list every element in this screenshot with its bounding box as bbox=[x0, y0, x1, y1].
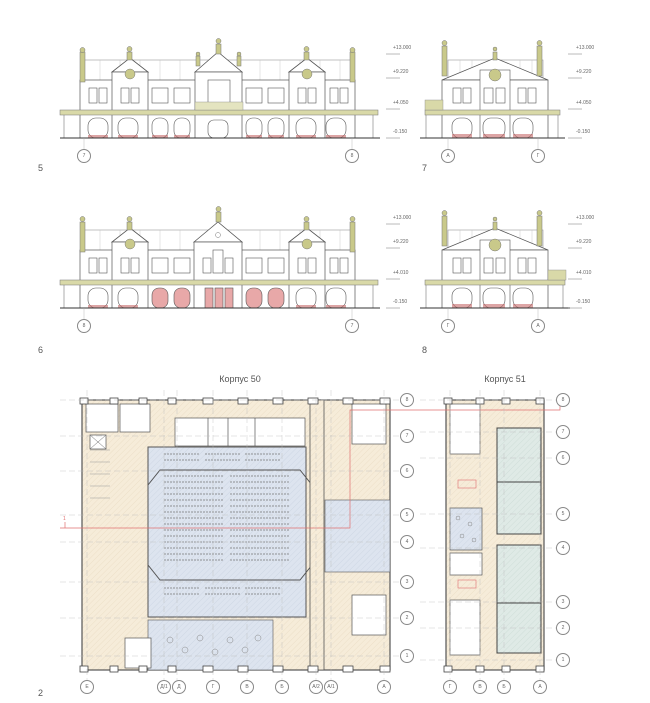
axis-bubble: А bbox=[377, 680, 391, 694]
axis-bubble: Г bbox=[531, 149, 545, 163]
section-marker: 1 bbox=[63, 516, 66, 522]
level-mark: +4.050 bbox=[576, 100, 592, 106]
axis-bubble: 5 bbox=[556, 507, 570, 521]
axis-bubble: Е bbox=[80, 680, 94, 694]
plan-title-building-50: Корпус 50 bbox=[219, 374, 261, 384]
elevation-5: +13.000 +9.220 +4.050 -0.150 7 8 bbox=[59, 30, 420, 180]
axis-bubble: 6 bbox=[556, 451, 570, 465]
axis-bubble: 8 bbox=[345, 149, 359, 163]
level-mark: +9.220 bbox=[393, 69, 409, 75]
level-mark: -0.150 bbox=[393, 299, 408, 305]
axis-bubble: А/2 bbox=[309, 680, 323, 694]
floor-plan-building-50: 8 7 6 5 4 3 2 1 Е Д/1 Д Г В Б А/2 А/1 А … bbox=[60, 390, 420, 700]
axis-bubble: В bbox=[240, 680, 254, 694]
elevation-7-drawing bbox=[420, 40, 582, 150]
axis-bubble: А/1 bbox=[324, 680, 338, 694]
axis-bubble: 8 bbox=[77, 319, 91, 333]
axis-bubble: Б bbox=[497, 680, 511, 694]
elevation-8: +13.000 +9.220 +4.010 -0.150 Г А bbox=[420, 200, 600, 350]
level-mark: +4.010 bbox=[393, 270, 409, 276]
axis-bubble: А bbox=[531, 319, 545, 333]
axis-bubble: Г bbox=[443, 680, 457, 694]
axis-bubble: 7 bbox=[77, 149, 91, 163]
axis-bubble: 5 bbox=[400, 508, 414, 522]
level-mark: -0.150 bbox=[576, 299, 591, 305]
axis-bubble: 2 bbox=[400, 611, 414, 625]
floor-plan-51-drawing bbox=[420, 390, 561, 680]
view-number-7: 7 bbox=[422, 163, 428, 173]
level-mark: +13.000 bbox=[393, 215, 412, 221]
view-number-8: 8 bbox=[422, 345, 428, 355]
level-mark: +9.220 bbox=[576, 239, 592, 245]
view-number-2: 2 bbox=[38, 688, 44, 698]
view-number-6: 6 bbox=[38, 345, 44, 355]
axis-bubble: 4 bbox=[400, 535, 414, 549]
elevation-7: +13.000 +9.220 +4.050 -0.150 А Г bbox=[420, 30, 600, 180]
level-mark: +13.000 bbox=[576, 45, 595, 51]
axis-bubble: Г bbox=[206, 680, 220, 694]
view-number-5: 5 bbox=[38, 163, 44, 173]
elevation-6-drawing bbox=[59, 206, 400, 320]
axis-bubble: 7 bbox=[556, 425, 570, 439]
axis-bubble: 1 bbox=[556, 653, 570, 667]
axis-bubble: Б bbox=[275, 680, 289, 694]
axis-bubble: 3 bbox=[400, 575, 414, 589]
plan-title-building-51: Корпус 51 bbox=[484, 374, 526, 384]
elevation-8-drawing bbox=[420, 210, 582, 320]
level-mark: +4.010 bbox=[576, 270, 592, 276]
level-mark: +9.220 bbox=[393, 239, 409, 245]
axis-bubble: 6 bbox=[400, 464, 414, 478]
axis-bubble: 3 bbox=[556, 595, 570, 609]
floor-plan-50-drawing bbox=[60, 390, 420, 680]
level-mark: +4.050 bbox=[393, 100, 409, 106]
elevation-6: +13.000 +9.220 +4.010 -0.150 8 7 bbox=[59, 200, 420, 350]
axis-bubble: 2 bbox=[556, 621, 570, 635]
axis-bubble: 7 bbox=[400, 429, 414, 443]
axis-bubble: В bbox=[473, 680, 487, 694]
axis-bubble: Д/1 bbox=[157, 680, 171, 694]
level-mark: -0.150 bbox=[393, 129, 408, 135]
axis-bubble: А bbox=[533, 680, 547, 694]
floor-plan-building-51: 8 7 6 5 4 3 2 1 Г В Б А bbox=[420, 390, 600, 700]
axis-bubble: 1 bbox=[400, 649, 414, 663]
level-mark: +13.000 bbox=[393, 45, 412, 51]
elevation-5-drawing bbox=[59, 38, 400, 150]
axis-bubble: 8 bbox=[400, 393, 414, 407]
axis-bubble: 8 bbox=[556, 393, 570, 407]
axis-bubble: А bbox=[441, 149, 455, 163]
level-mark: +9.220 bbox=[576, 69, 592, 75]
axis-bubble: Д bbox=[172, 680, 186, 694]
level-mark: +13.000 bbox=[576, 215, 595, 221]
level-mark: -0.150 bbox=[576, 129, 591, 135]
axis-bubble: Г bbox=[441, 319, 455, 333]
axis-bubble: 7 bbox=[345, 319, 359, 333]
axis-bubble: 4 bbox=[556, 541, 570, 555]
